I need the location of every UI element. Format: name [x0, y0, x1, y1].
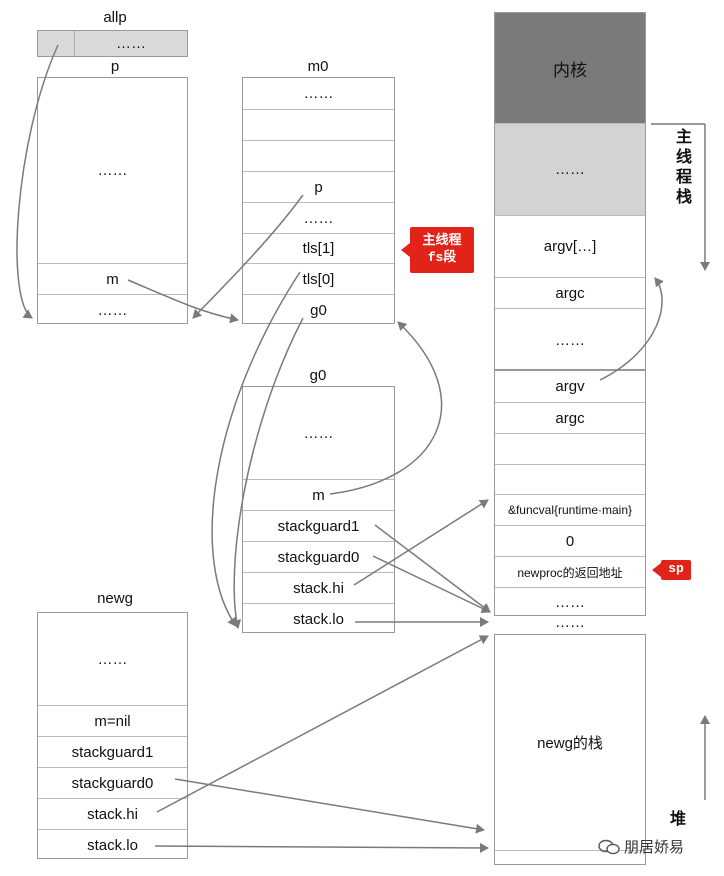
- stack-upper-ellipsis-2: ……: [495, 308, 645, 371]
- newg-stack: newg的栈: [494, 634, 646, 865]
- allp-cell-1: ……: [116, 35, 146, 52]
- arrow-m0-p-to-p: [192, 194, 304, 319]
- stack-argc: argc: [495, 402, 645, 433]
- g0-label: g0: [309, 367, 327, 384]
- arrow-p-m-to-m0: [127, 279, 239, 324]
- fs-segment-tag: 主线程 fs段: [401, 227, 474, 273]
- arrow-g0-m-to-m0: [329, 321, 443, 495]
- watermark: 朋居娇易: [598, 836, 684, 857]
- arrow-newg-stack-lo: [154, 842, 489, 853]
- g0-cell-ellipsis: ……: [303, 424, 334, 442]
- g0-cell-stackguard1: stackguard1: [243, 510, 394, 541]
- m0-cell-tls1: tls[1]: [243, 233, 394, 263]
- g0-struct: …… m stackguard1 stackguard0 stack.hi st…: [242, 386, 395, 633]
- newg-cell-stack-lo: stack.lo: [38, 829, 187, 860]
- p-label: p: [110, 58, 120, 75]
- allp-label: allp: [103, 9, 127, 26]
- watermark-text: 朋居娇易: [624, 839, 685, 856]
- newg-stack-bottom: [495, 850, 645, 866]
- fs-tag-line1: 主线程: [422, 232, 462, 247]
- stack-upper-ellipsis: ……: [495, 123, 645, 215]
- heap-label: 堆: [669, 811, 686, 828]
- m0-cell-0: ……: [303, 85, 334, 102]
- allp-array: ……: [37, 30, 188, 57]
- m0-cell-tls0: tls[0]: [243, 263, 394, 294]
- g0-cell-m: m: [243, 479, 394, 510]
- allp-cell-0: [38, 31, 75, 56]
- arrow-tls0-to-g0: [211, 271, 301, 627]
- stack-empty-1: [495, 433, 645, 464]
- p-cell-ellipsis: ……: [97, 162, 128, 179]
- m0-cell-2: [243, 140, 394, 171]
- newg-cell-ellipsis: ……: [97, 650, 128, 668]
- stack-return-address: newproc的返回地址: [495, 556, 645, 587]
- stack-gap-ellipsis: ……: [555, 614, 585, 631]
- arrow-g0-stackguard1: [374, 524, 491, 613]
- wechat-icon: [598, 839, 620, 855]
- main-thread-stack-label: 主线程栈: [675, 129, 692, 206]
- main-stack-direction-arrow: [651, 123, 705, 270]
- arrow-g0-stack-hi: [353, 499, 489, 586]
- stack-argv-array: argv[…]: [495, 215, 645, 277]
- fs-tag-line2: fs段: [427, 250, 457, 265]
- arrow-allp-to-p: [16, 44, 59, 319]
- m0-cell-1: [243, 109, 394, 140]
- stack-zero: 0: [495, 525, 645, 556]
- g0-cell-stack-hi: stack.hi: [243, 572, 394, 603]
- newg-cell-stackguard1: stackguard1: [38, 736, 187, 767]
- newg-stack-label: newg的栈: [537, 735, 603, 752]
- newg-cell-stack-hi: stack.hi: [38, 798, 187, 829]
- m0-cell-g0: g0: [243, 294, 394, 325]
- g0-cell-stackguard0: stackguard0: [243, 541, 394, 572]
- main-stack-lower: argv argc &funcval{runtime·main} 0 newpr…: [494, 370, 646, 616]
- stack-argc-top: argc: [495, 277, 645, 308]
- newg-label: newg: [97, 590, 133, 607]
- m0-cell-p: p: [243, 171, 394, 202]
- p-cell-rest: ……: [38, 294, 187, 325]
- p-struct: …… m ……: [37, 77, 188, 324]
- g0-cell-stack-lo: stack.lo: [243, 603, 394, 634]
- arrow-newg-stackguard0: [174, 778, 485, 834]
- main-stack-upper: 内核 …… argv[…] argc ……: [494, 12, 646, 370]
- newg-cell-m: m=nil: [38, 705, 187, 736]
- stack-lower-ellipsis: ……: [495, 587, 645, 617]
- newg-struct: …… m=nil stackguard1 stackguard0 stack.h…: [37, 612, 188, 859]
- arrow-g0-stackguard0: [372, 555, 491, 614]
- stack-argv: argv: [555, 378, 585, 395]
- m0-cell-4: ……: [243, 202, 394, 233]
- stack-funcval: &funcval{runtime·main}: [495, 494, 645, 525]
- m0-label: m0: [307, 58, 329, 75]
- arrow-argv-to-argv-array: [599, 277, 664, 381]
- newg-cell-stackguard0: stackguard0: [38, 767, 187, 798]
- kernel-block: 内核: [495, 13, 645, 123]
- arrow-m0-g0-to-g0: [231, 317, 304, 629]
- p-cell-m: m: [38, 263, 187, 294]
- stack-empty-2: [495, 464, 645, 494]
- arrow-newg-stack-hi: [156, 635, 489, 813]
- sp-tag: sp: [652, 560, 691, 580]
- m0-struct: …… p …… tls[1] tls[0] g0: [242, 77, 395, 324]
